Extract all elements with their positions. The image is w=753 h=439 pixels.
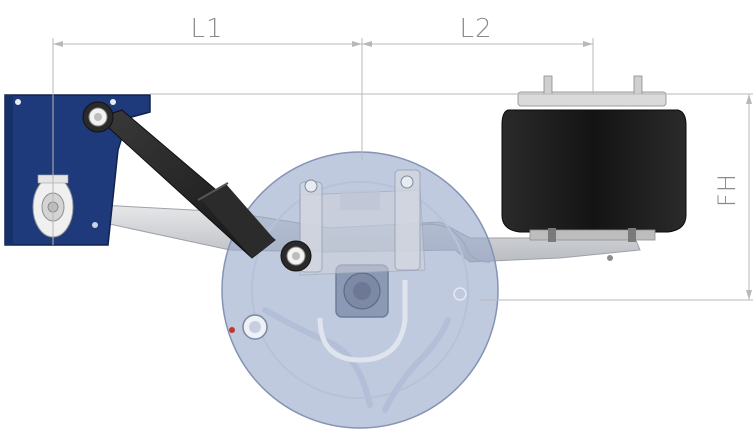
fh-arrow-top (746, 94, 752, 104)
shock-absorber (82, 101, 312, 272)
l2-arrow-left (362, 41, 372, 47)
brake-drum (221, 151, 499, 429)
l1-arrow-right (352, 41, 362, 47)
air-spring (501, 75, 687, 242)
fh-arrow-bottom (746, 290, 752, 300)
fh-label: FH (713, 173, 741, 207)
l2-label: L2 (459, 14, 492, 44)
dimension-arrows (53, 41, 752, 300)
l1-label: L1 (190, 14, 223, 44)
l1-arrow-left (53, 41, 63, 47)
l2-arrow-right (583, 41, 593, 47)
axle-seat (299, 169, 426, 276)
dimension-lines (52, 38, 753, 301)
